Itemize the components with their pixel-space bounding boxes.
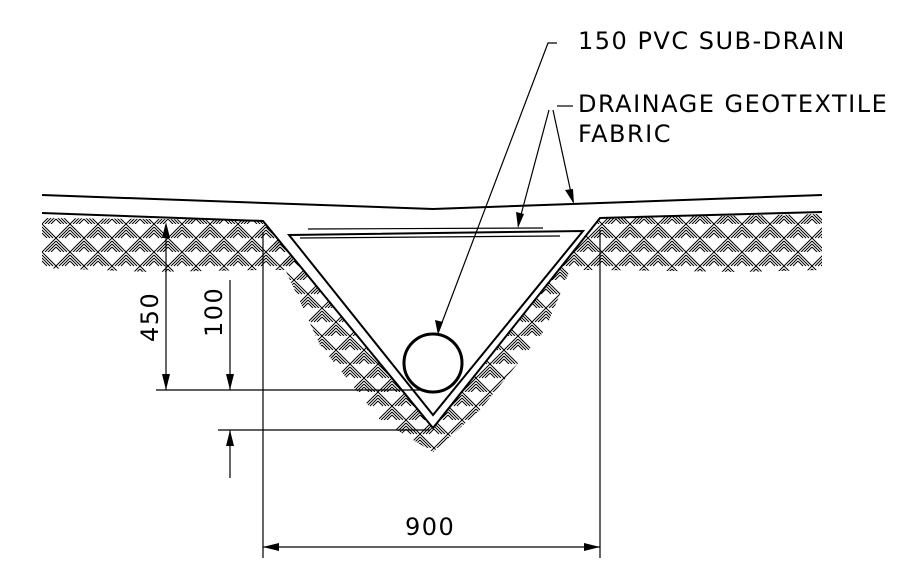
fabric-label-line2: FABRIC [578, 120, 672, 148]
ground-trench-outline [41, 211, 823, 430]
width-dimension-900 [262, 230, 601, 558]
depth-dimension-450 [156, 222, 426, 391]
width-900-label: 900 [405, 513, 455, 541]
depth-dimension-100 [218, 280, 430, 478]
finished-surface-line [41, 194, 823, 211]
pipe-label: 150 PVC SUB-DRAIN [578, 27, 846, 55]
fabric-leaders [516, 105, 574, 228]
depth-100-label: 100 [200, 287, 228, 337]
depth-450-label: 450 [136, 292, 164, 342]
pvc-subdrain-pipe [402, 332, 464, 394]
geotextile-fabric-lining [286, 229, 586, 417]
soil-hatching [42, 214, 822, 452]
fabric-overlap-line-1 [307, 227, 544, 230]
fabric-overlap-line-2 [299, 235, 561, 239]
pipe-leader [435, 42, 557, 335]
fabric-label-line1: DRAINAGE GEOTEXTILE [578, 90, 888, 118]
